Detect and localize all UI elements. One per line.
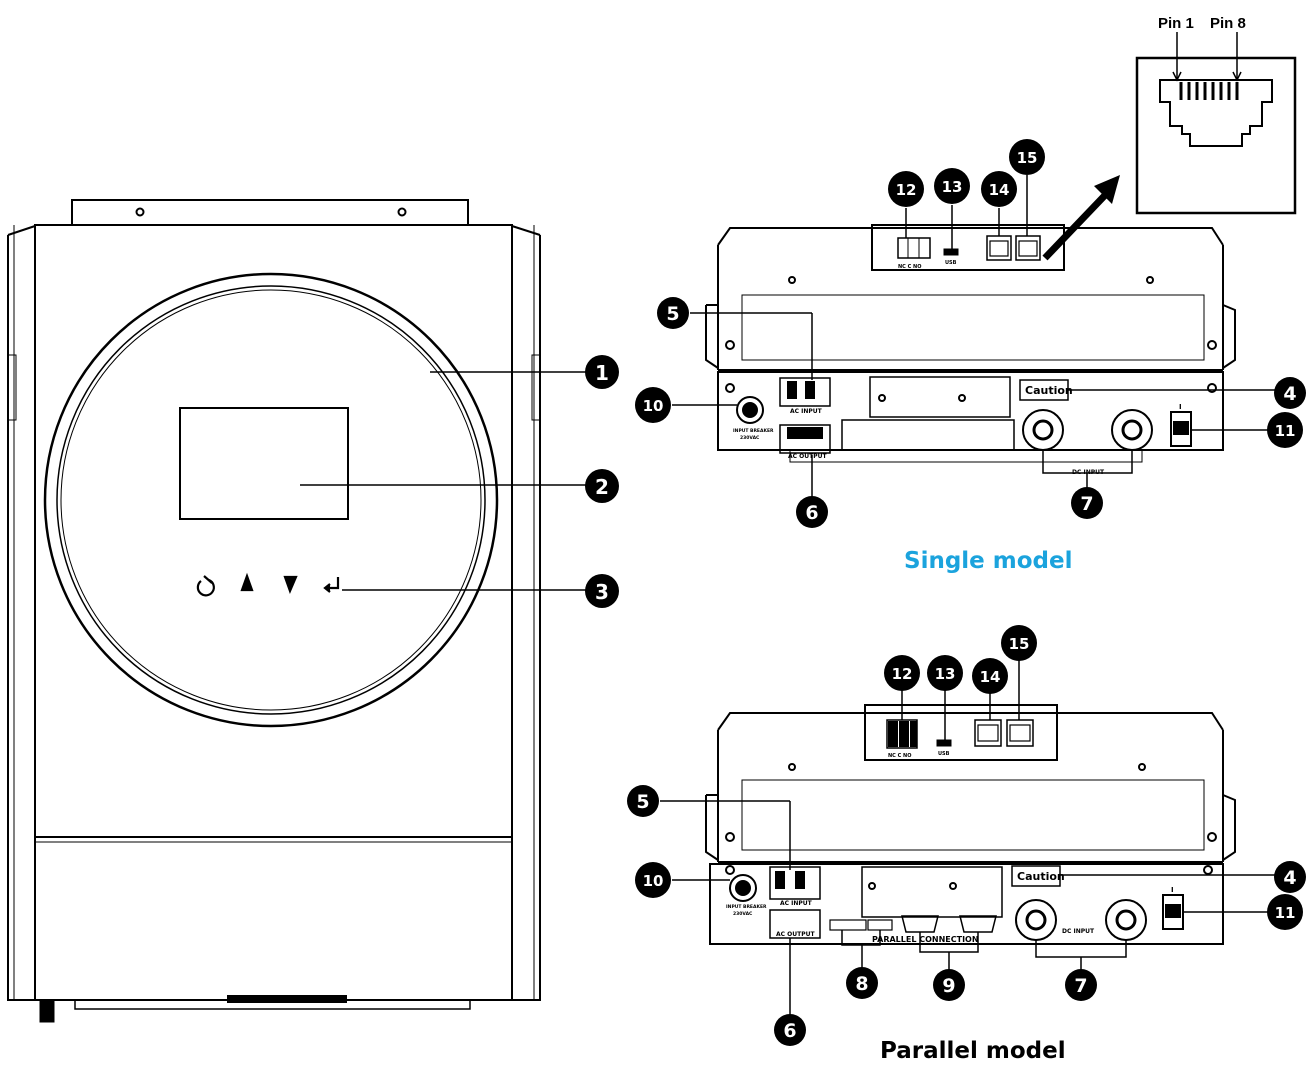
front-body xyxy=(34,224,513,1001)
front-buttons xyxy=(196,572,340,597)
bracket-hole-left xyxy=(135,207,145,217)
parallel-callout-13: 13 xyxy=(927,655,963,691)
esc-button-icon xyxy=(196,578,215,597)
svg-text:13: 13 xyxy=(935,665,956,683)
callout-3: 3 xyxy=(585,574,619,608)
parallel-connection-text: PARALLEL CONNECTION xyxy=(872,935,979,944)
svg-text:13: 13 xyxy=(942,178,963,196)
parallel-rear-view xyxy=(705,704,1236,945)
parallel-breaker-rating-text: 230VAC xyxy=(733,911,753,917)
single-dc-input-text: DC INPUT xyxy=(1072,469,1105,476)
parallel-callout-14: 14 xyxy=(972,658,1008,694)
parallel-dry-contact-text: NC C NO xyxy=(888,753,911,759)
parallel-callout-8: 8 xyxy=(846,967,878,999)
svg-text:11: 11 xyxy=(1275,904,1296,922)
svg-text:8: 8 xyxy=(855,973,868,995)
svg-text:4: 4 xyxy=(1283,867,1296,889)
outer-ring xyxy=(43,272,499,728)
svg-text:11: 11 xyxy=(1275,422,1296,440)
rj45-detail xyxy=(1135,32,1297,215)
svg-text:7: 7 xyxy=(1074,975,1087,997)
svg-text:6: 6 xyxy=(783,1020,796,1042)
callout-1: 1 xyxy=(585,355,619,389)
right-side-rail xyxy=(512,235,541,1001)
svg-text:15: 15 xyxy=(1017,149,1038,167)
svg-text:12: 12 xyxy=(896,181,917,199)
front-view xyxy=(7,199,541,1023)
ground-lug xyxy=(39,999,55,1023)
single-ac-input-text: AC INPUT xyxy=(790,408,823,415)
parallel-usb-text: USB xyxy=(938,751,950,757)
svg-text:12: 12 xyxy=(892,665,913,683)
parallel-callout-5: 5 xyxy=(627,785,659,817)
parallel-callout-7: 7 xyxy=(1065,969,1097,1001)
single-callout-6: 6 xyxy=(796,496,828,528)
parallel-ac-input-text: AC INPUT xyxy=(780,900,813,907)
parallel-model-caption: Parallel model xyxy=(880,1038,1066,1064)
svg-text:1: 1 xyxy=(595,361,609,385)
svg-text:14: 14 xyxy=(989,181,1010,199)
down-button-icon xyxy=(283,575,298,595)
svg-text:10: 10 xyxy=(643,397,664,415)
single-vent-grid xyxy=(741,294,1205,361)
single-power-on-text: I xyxy=(1179,403,1182,411)
svg-text:14: 14 xyxy=(980,668,1001,686)
single-model-caption: Single model xyxy=(904,548,1073,574)
callout-2: 2 xyxy=(585,469,619,503)
bracket-hole-right xyxy=(397,207,407,217)
single-callout-15: 15 xyxy=(1009,139,1045,175)
svg-text:7: 7 xyxy=(1080,493,1093,515)
parallel-caution-text: Caution xyxy=(1017,870,1065,883)
parallel-callout-9: 9 xyxy=(933,969,965,1001)
parallel-ac-output-text: AC OUTPUT xyxy=(776,931,815,938)
single-breaker-rating-text: 230VAC xyxy=(740,435,760,441)
single-callout-10: 10 xyxy=(635,387,671,423)
single-callout-14: 14 xyxy=(981,171,1017,207)
svg-text:6: 6 xyxy=(805,502,818,524)
parallel-callout-10: 10 xyxy=(635,862,671,898)
single-callout-11: 11 xyxy=(1267,412,1303,448)
svg-text:15: 15 xyxy=(1009,635,1030,653)
single-callout-5: 5 xyxy=(657,297,689,329)
svg-text:5: 5 xyxy=(636,791,649,813)
svg-text:4: 4 xyxy=(1283,383,1296,405)
up-button-icon xyxy=(240,572,254,592)
single-dry-contact-text: NC C NO xyxy=(898,264,921,270)
svg-text:10: 10 xyxy=(643,872,664,890)
parallel-callout-15: 15 xyxy=(1001,625,1037,661)
pin-1-label: Pin 1 xyxy=(1158,15,1194,32)
single-usb-text: USB xyxy=(945,260,957,266)
left-side-rail xyxy=(7,235,35,1001)
single-ac-output-text: AC OUTPUT xyxy=(788,453,827,460)
single-callout-13: 13 xyxy=(934,168,970,204)
single-callout-4: 4 xyxy=(1274,377,1306,409)
single-input-breaker-text: INPUT BREAKER xyxy=(733,428,774,434)
single-callout-7: 7 xyxy=(1071,487,1103,519)
mounting-bracket xyxy=(71,199,469,226)
pin-8-label: Pin 8 xyxy=(1210,15,1246,32)
single-rear-view xyxy=(705,224,1236,463)
svg-text:5: 5 xyxy=(666,303,679,325)
single-callout-12: 12 xyxy=(888,171,924,207)
parallel-power-on-text: I xyxy=(1171,886,1174,894)
svg-text:2: 2 xyxy=(595,475,609,499)
parallel-callout-11: 11 xyxy=(1267,894,1303,930)
lcd-display xyxy=(179,407,349,520)
parallel-callout-12: 12 xyxy=(884,655,920,691)
svg-text:3: 3 xyxy=(595,580,609,604)
parallel-callout-4: 4 xyxy=(1274,861,1306,893)
parallel-dc-input-text: DC INPUT xyxy=(1062,928,1095,935)
svg-text:9: 9 xyxy=(942,975,955,997)
parallel-callout-6: 6 xyxy=(774,1014,806,1046)
single-caution-text: Caution xyxy=(1025,384,1073,397)
parallel-input-breaker-text: INPUT BREAKER xyxy=(726,904,767,910)
